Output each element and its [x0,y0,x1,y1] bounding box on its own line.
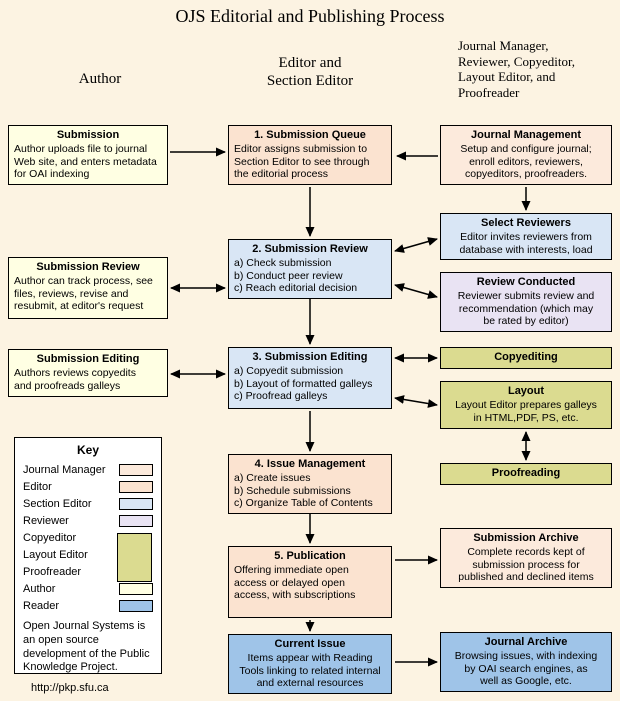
box-body: Reviewer submits review and recommendati… [457,289,595,328]
box-body: a) Check submission b) Conduct peer revi… [234,256,358,295]
key-row-reader: Reader [23,597,153,614]
column-header-author: Author [78,71,122,87]
box-author-submission: Submission Author uploads file to journa… [8,125,168,186]
key-row-author: Author [23,580,153,597]
key-label: Journal Manager [23,463,106,476]
box-body: Setup and configure journal; enroll edit… [460,142,592,181]
key-note: Open Journal Systems is an open source d… [23,620,150,674]
key-swatch-section-editor [119,497,153,510]
key-row-reviewer: Reviewer [23,512,153,529]
box-body: Editor assigns submission to Section Edi… [234,142,370,181]
box-title: Submission Review [36,261,140,273]
key-swatch-copyeditor-group [117,533,152,582]
box-title: Submission Archive [473,532,579,544]
box-title: Submission [56,129,120,141]
box-title: 1. Submission Queue [254,129,366,141]
key-label: Editor [23,480,52,493]
key-row-section-editor: Section Editor [23,495,153,512]
box-layout: Layout Layout Editor prepares galleys in… [440,381,612,429]
key-label: Proofreader [23,565,82,578]
box-editor-submission-editing: 3. Submission Editing a) Copyedit submis… [228,347,392,409]
key-row-editor: Editor [23,478,153,495]
box-body: Complete records kept of submission proc… [458,545,594,584]
box-title: Submission Editing [36,353,140,365]
box-title: Layout [507,385,545,397]
key-swatch-reviewer [119,514,153,527]
box-title: 4. Issue Management [254,458,366,470]
box-title: 5. Publication [274,550,346,562]
box-title: Journal Archive [484,636,568,648]
box-copyediting: Copyediting [440,347,612,369]
arrow-review-review-conducted [394,283,438,299]
key-swatch-journal-manager [119,463,153,476]
box-title: Select Reviewers [481,217,571,229]
box-editor-submission-queue: 1. Submission Queue Editor assigns submi… [228,125,392,186]
box-body: a) Copyedit submission b) Layout of form… [234,364,373,403]
column-header-manager: Journal Manager, Reviewer, Copyeditor, L… [458,38,576,100]
key-swatch-reader [119,599,153,612]
box-reader-current-issue: Current Issue Items appear with Reading … [228,634,392,695]
box-author-submission-editing: Submission Editing Authors reviews copye… [8,349,168,397]
box-body: Authors reviews copyedits and proofreads… [14,366,136,392]
column-header-editor: Editor and Section Editor [266,55,354,89]
key-row-proofreader: Proofreader [23,563,153,580]
key-title: Key [76,443,99,457]
box-journal-archive: Journal Archive Browsing issues, with in… [440,632,612,693]
key-label: Reviewer [23,514,69,527]
arrow-editing-layout [394,395,438,408]
box-review-conducted: Review Conducted Reviewer submits review… [440,272,612,333]
box-editor-publication: 5. Publication Offering immediate open a… [228,546,392,618]
arrow-review-select-reviewers [394,237,438,253]
box-body: Items appear with Reading Tools linking … [239,651,381,690]
key-row-journal-manager: Journal Manager [23,461,153,478]
box-editor-issue-management: 4. Issue Management a) Create issues b) … [228,454,392,515]
box-title: 2. Submission Review [252,243,368,255]
box-title: Review Conducted [476,276,576,288]
box-title: 3. Submission Editing [252,351,368,363]
box-title: Current Issue [274,638,346,650]
box-submission-archive: Submission Archive Complete records kept… [440,528,612,589]
box-title: Proofreading [491,467,561,480]
box-select-reviewers: Select Reviewers Editor invites reviewer… [440,213,612,261]
key-label: Layout Editor [23,548,88,561]
box-proofreading: Proofreading [440,463,612,485]
key-label: Section Editor [23,497,92,510]
key-row-layout-editor: Layout Editor [23,546,153,563]
key-swatch-editor [119,480,153,493]
box-author-submission-review: Submission Review Author can track proce… [8,257,168,319]
key-label: Author [23,582,56,595]
box-body: Author can track process, see files, rev… [14,274,153,313]
box-body: Editor invites reviewers from database w… [459,230,593,256]
box-body: Author uploads file to journal Web site,… [14,142,157,181]
box-body: Browsing issues, with indexing by OAI se… [454,649,598,688]
key-label: Copyeditor [23,531,77,544]
box-body: Offering immediate open access or delaye… [234,563,356,602]
key-box: Key Journal Manager Editor Section Edito… [14,437,162,694]
box-editor-submission-review: 2. Submission Review a) Check submission… [228,239,392,300]
box-title: Copyediting [494,351,558,364]
key-url: http://pkp.sfu.ca [31,682,109,694]
page-title: OJS Editorial and Publishing Process [175,6,445,26]
box-title: Journal Management [470,129,582,141]
key-swatch-author [119,582,153,595]
key-row-copyeditor: Copyeditor [23,529,153,546]
box-body: a) Create issues b) Schedule submissions… [234,471,373,510]
key-label: Reader [23,599,60,612]
box-body: Layout Editor prepares galleys in HTML,P… [455,398,597,424]
box-journal-management: Journal Management Setup and configure j… [440,125,612,186]
